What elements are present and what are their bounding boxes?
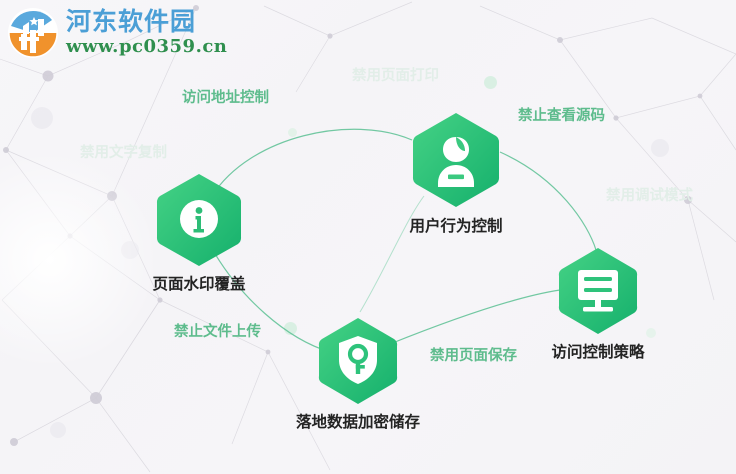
- watermark-text: 河东软件园 www.pc0359.cn: [66, 8, 227, 58]
- site-url: www.pc0359.cn: [66, 36, 228, 58]
- hexagon-shape: [557, 246, 639, 336]
- monitor-icon: [578, 270, 618, 312]
- caption-forbid-file-upload: 禁止文件上传: [174, 324, 261, 340]
- hexagon-shape: [411, 111, 501, 209]
- hexagon-shape: [155, 172, 243, 268]
- node-landed-data-encrypted-storage[interactable]: 落地数据加密储存: [296, 316, 420, 431]
- caption-address-access-control: 访问地址控制: [182, 90, 269, 106]
- decor-blob-1: [484, 76, 497, 89]
- shield-key-icon: [339, 336, 377, 384]
- decor-blob-2: [284, 322, 297, 335]
- node-label: 落地数据加密储存: [295, 413, 421, 431]
- caption-disable-page-print: 禁用页面打印: [352, 68, 439, 84]
- caption-forbid-view-source: 禁止查看源码: [518, 108, 605, 124]
- caption-disable-debug-mode: 禁用调试模式: [606, 188, 693, 204]
- decor-blob-glow-left: [0, 150, 160, 370]
- site-name: 河东软件园: [66, 6, 197, 36]
- caption-disable-page-save: 禁用页面保存: [430, 348, 517, 364]
- hedong-logo-icon: [6, 6, 60, 60]
- node-page-watermark-overlay[interactable]: 页面水印覆盖: [152, 172, 246, 293]
- decor-blob-4: [646, 328, 656, 338]
- node-label: 访问控制策略: [551, 343, 645, 361]
- node-label: 页面水印覆盖: [152, 275, 246, 293]
- info-icon: [180, 200, 218, 238]
- site-watermark: 河东软件园 www.pc0359.cn: [6, 6, 227, 60]
- node-access-control-policy[interactable]: 访问控制策略: [551, 246, 645, 361]
- node-user-behavior-control[interactable]: 用户行为控制: [409, 111, 503, 235]
- decor-blob-3: [288, 128, 297, 137]
- caption-disable-text-copy: 禁用文字复制: [80, 145, 167, 161]
- user-icon: [438, 137, 474, 187]
- hexagon-shape: [317, 316, 399, 406]
- node-label: 用户行为控制: [409, 217, 503, 235]
